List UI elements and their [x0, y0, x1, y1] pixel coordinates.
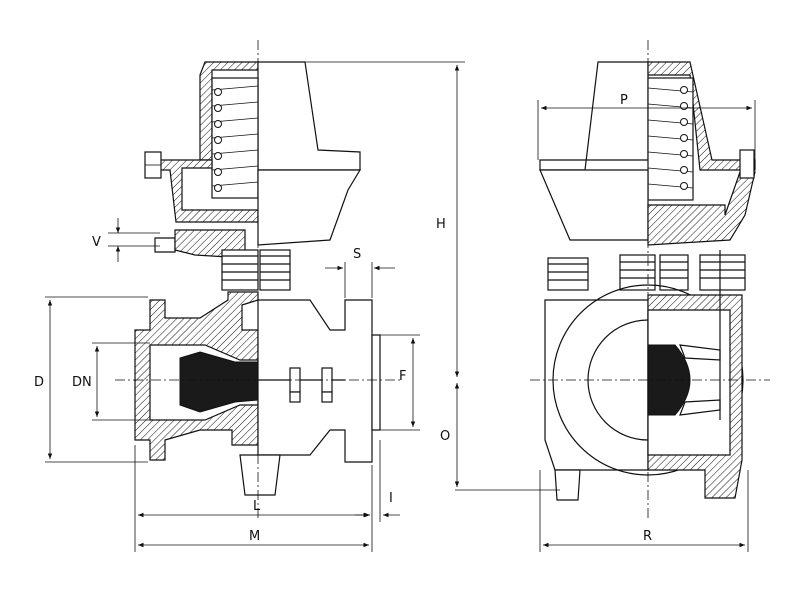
front-spring-cover: [539, 61, 649, 171]
label-r: R: [643, 529, 652, 544]
front-diaphragm-housing-hatched: [647, 171, 756, 246]
side-section-view: [115, 40, 400, 520]
label-h: H: [436, 217, 446, 232]
front-valve-body: [544, 299, 649, 471]
label-i: I: [389, 491, 393, 506]
dimension-labels: V D DN L M S F I H O P R: [34, 93, 652, 544]
spring-coils-right: [647, 77, 694, 201]
spring-coils-left: [211, 77, 259, 199]
label-l: L: [253, 499, 261, 514]
label-p: P: [620, 93, 628, 108]
label-v: V: [92, 235, 101, 250]
front-section-view: [530, 40, 770, 520]
label-dn: DN: [72, 375, 92, 390]
bellows-left: [221, 249, 291, 291]
label-o: O: [440, 429, 450, 444]
diaphragm-housing-right: [257, 169, 362, 246]
outlet-flange-face: [371, 334, 381, 431]
vent-screw: [154, 237, 176, 253]
label-f: F: [399, 369, 406, 384]
front-diaphragm-housing: [539, 169, 649, 241]
front-drain-plug: [554, 469, 581, 501]
label-s: S: [353, 247, 361, 262]
dimension-lines: [45, 61, 756, 552]
bellows-right: [547, 254, 746, 291]
valve-plug: [179, 351, 259, 413]
valve-body-outline: [257, 299, 373, 463]
flange-bolt-right: [739, 149, 755, 179]
label-d: D: [34, 375, 44, 390]
front-spring-cover-hatched: [647, 61, 756, 171]
label-m: M: [249, 529, 260, 544]
drain-plug: [239, 454, 281, 496]
spring-cover-right: [257, 61, 361, 171]
